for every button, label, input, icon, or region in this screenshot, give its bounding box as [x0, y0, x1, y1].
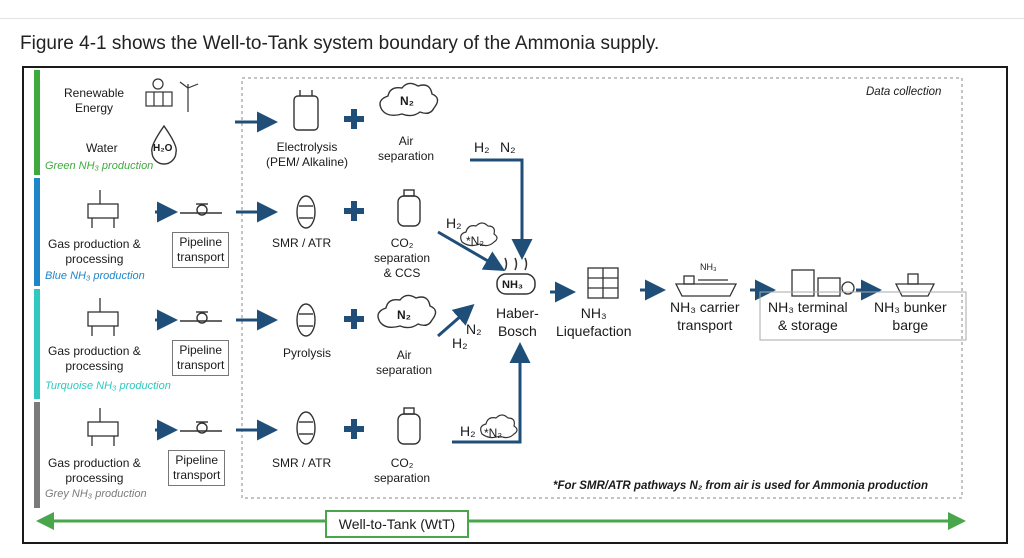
- gas-production-label-turquoise: Gas production &processing: [48, 344, 141, 373]
- water-drop-icon: [151, 124, 177, 165]
- h2n2-green-to-haber: [470, 158, 533, 260]
- n2-label-grey: *N₂: [484, 426, 502, 440]
- n2-cloud-label-turquoise: N₂: [397, 308, 411, 322]
- top-divider: [0, 18, 1024, 19]
- terminal-bunker-box: [759, 291, 967, 341]
- cloud-icon-n2-turquoise: [377, 294, 437, 329]
- terminal-storage-label: NH₃ terminal& storage: [768, 299, 848, 334]
- gas-production-label-grey: Gas production &processing: [48, 456, 141, 485]
- h2-label-grey: H₂: [460, 423, 476, 439]
- plus-icon-row3: [344, 309, 364, 329]
- cloud-icon-n2-blue: [460, 222, 498, 247]
- footnote: *For SMR/ATR pathways N₂ from air is use…: [553, 480, 928, 492]
- gas-platform-icon-turquoise: [87, 298, 119, 336]
- pipeline-icon-grey: [180, 421, 222, 434]
- h2-label-green: H₂: [474, 139, 490, 155]
- water-label: Water: [86, 141, 118, 155]
- data-collection-boundary: [241, 77, 963, 499]
- liquefaction-plant-icon: [587, 267, 619, 299]
- data-collection-label: Data collection: [866, 86, 942, 98]
- figure-caption: Figure 4-1 shows the Well-to-Tank system…: [20, 33, 660, 54]
- h2n2-grey-to-haber: [452, 342, 531, 444]
- electrolyser-icon: [293, 90, 319, 131]
- turquoise-band: [34, 289, 40, 399]
- gas-platform-icon-grey: [87, 408, 119, 446]
- electrolysis-label: Electrolysis(PEM/ Alkaline): [266, 140, 349, 169]
- gas-cylinder-icon-grey: [397, 407, 421, 445]
- smr-atr-label-blue: SMR / ATR: [272, 236, 332, 250]
- n2-label-blue: *N₂: [466, 234, 484, 248]
- n2-cloud-label-green: N₂: [400, 94, 414, 108]
- green-band-label: Green NH₃ production: [45, 160, 154, 172]
- gas-platform-icon-blue: [87, 190, 119, 228]
- arrow-blue-to-haber: [437, 230, 506, 272]
- pyrolysis-label: Pyrolysis: [283, 346, 332, 360]
- terminal-storage-icon: [791, 269, 855, 297]
- solar-wind-icon: [145, 78, 199, 112]
- h2-label-blue: H₂: [446, 215, 462, 231]
- cloud-icon-n2-top: [379, 82, 439, 117]
- well-to-tank-label: Well-to-Tank (WtT): [325, 510, 469, 538]
- bunker-barge-icon: [894, 273, 936, 297]
- n2-label-turquoise: N₂: [466, 321, 482, 337]
- grey-band: [34, 402, 40, 508]
- carrier-ship-icon: [674, 275, 738, 297]
- haber-bosch-reactor-icon: [496, 257, 536, 295]
- arrow-turq-to-haber: [437, 304, 475, 338]
- blue-band: [34, 178, 40, 286]
- nh3-reactor-label: NH₃: [502, 279, 523, 291]
- reformer-icon-blue: [296, 195, 316, 229]
- pyrolysis-icon: [296, 303, 316, 337]
- cloud-icon-n2-grey: [480, 414, 518, 439]
- n2-label-green: N₂: [500, 139, 516, 155]
- plus-icon-row1: [344, 109, 364, 129]
- haber-bosch-label: Haber-Bosch: [496, 305, 539, 340]
- reformer-icon-grey: [296, 411, 316, 445]
- diagram-frame: [22, 66, 1008, 544]
- plus-icon-row4: [344, 419, 364, 439]
- blue-band-label: Blue NH₃ production: [45, 270, 145, 282]
- gas-cylinder-icon-blue: [397, 189, 421, 227]
- pipeline-icon-turquoise: [180, 311, 222, 324]
- grey-band-label: Grey NH₃ production: [45, 488, 147, 500]
- pipeline-icon-blue: [180, 203, 222, 216]
- water-icon-label: H₂O: [153, 143, 173, 154]
- smr-atr-label-grey: SMR / ATR: [272, 456, 332, 470]
- h2-label-turquoise: H₂: [452, 335, 468, 351]
- plus-icon-row2: [344, 201, 364, 221]
- turquoise-band-label: Turquoise NH₃ production: [45, 380, 171, 392]
- green-band: [34, 70, 40, 175]
- carrier-ship-label: NH₃: [700, 262, 717, 272]
- gas-production-label-blue: Gas production &processing: [48, 237, 141, 266]
